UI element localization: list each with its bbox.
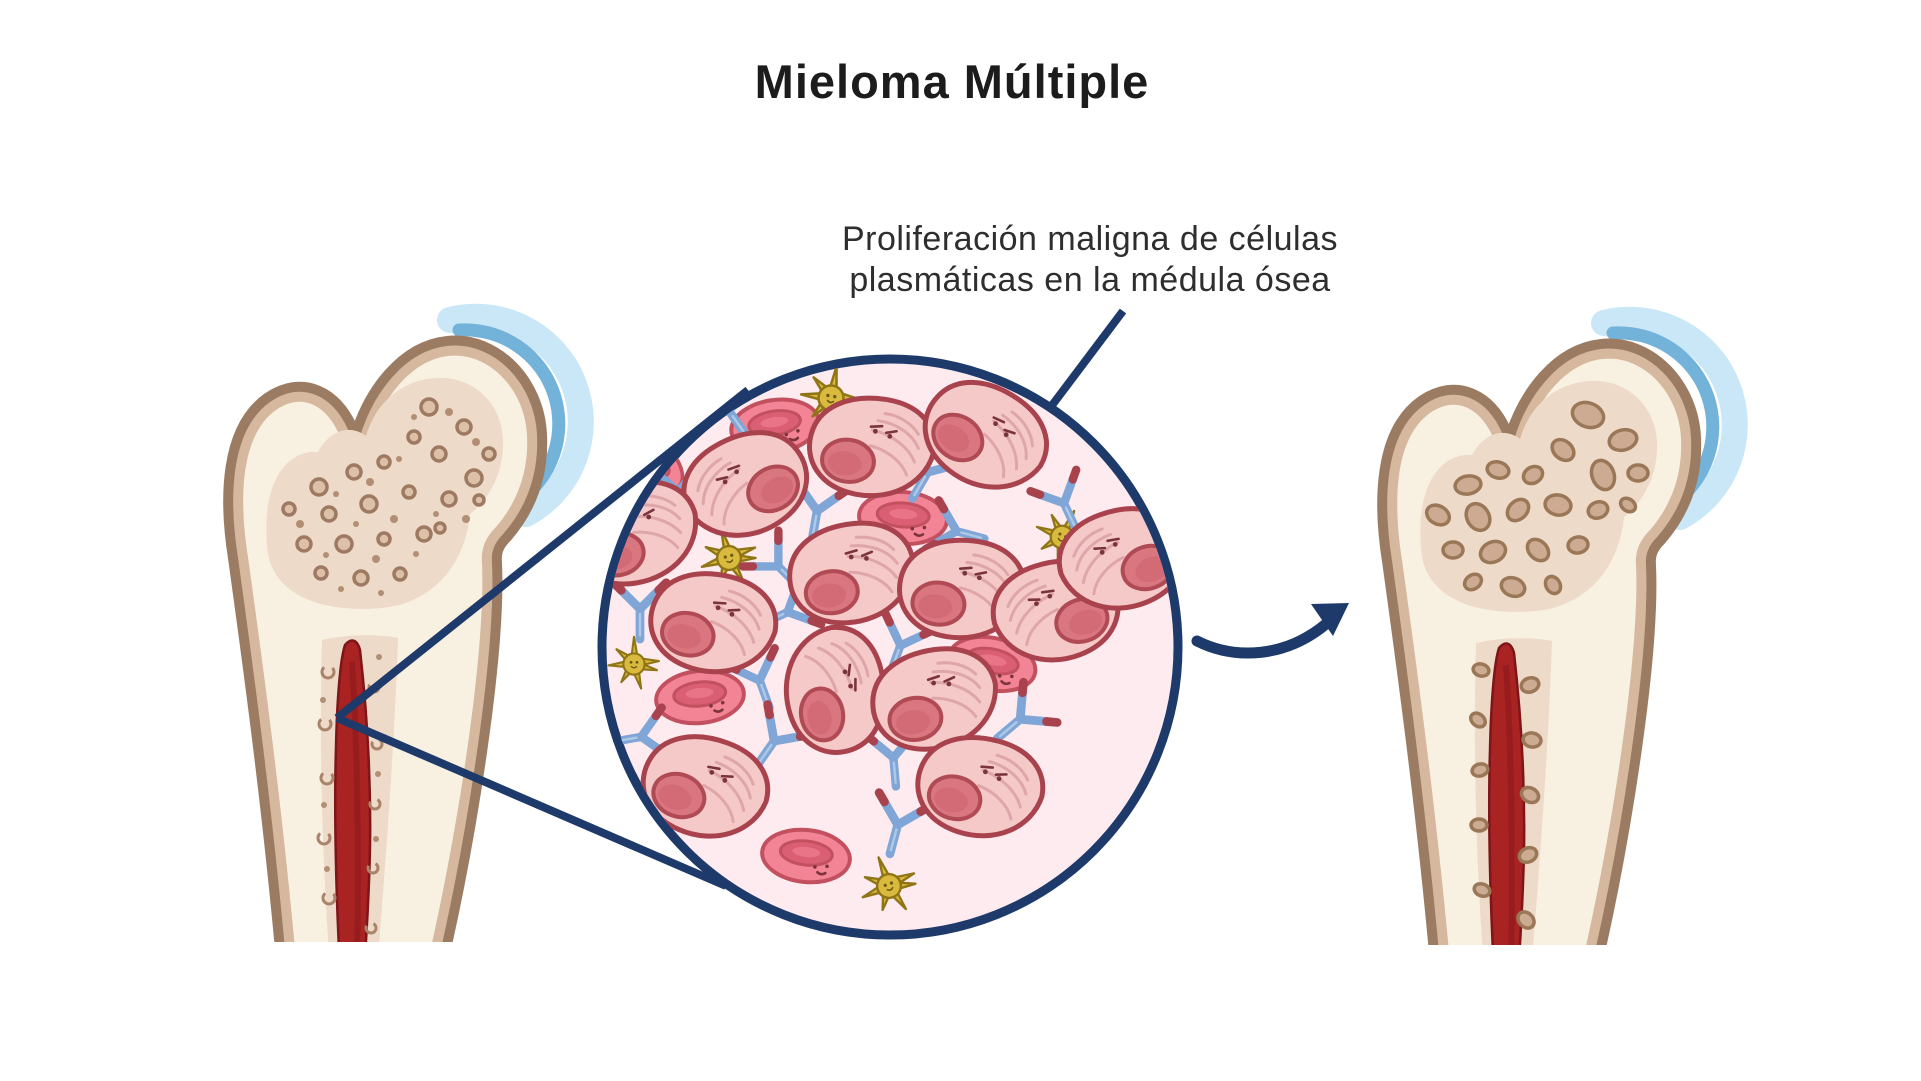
trabecular-spots: [281, 397, 497, 935]
bone-cross-section: [1397, 320, 1735, 990]
page-title: Mieloma Múltiple: [755, 55, 1150, 108]
annotation-line-2: plasmáticas en la médula ósea: [849, 261, 1330, 299]
annotation-line-1: Proliferación maligna de células: [842, 220, 1338, 258]
lytic-lesion-blobs: [1424, 400, 1650, 930]
magnified-bone-marrow-circle: [597, 354, 1183, 940]
right-bone-illustration: [1397, 320, 1735, 990]
magnifier-cone-line-lower: [335, 714, 728, 890]
annotation-pointer-line: [1043, 308, 1127, 415]
progression-arrow-icon: [1191, 603, 1349, 659]
left-bone-illustration: [243, 317, 581, 987]
